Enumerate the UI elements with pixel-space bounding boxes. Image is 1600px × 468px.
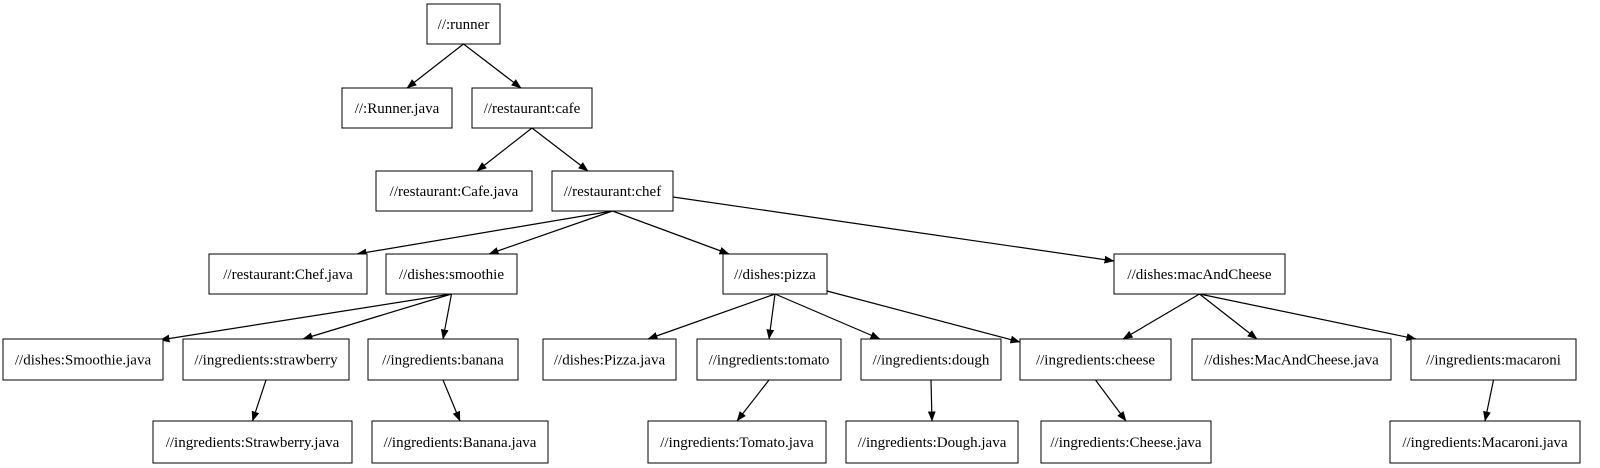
- node-label-chef: //restaurant:chef: [564, 184, 661, 200]
- dependency-edge-macAndCheese-to-mac_java: [1199, 293, 1258, 340]
- dependency-edge-chef-to-smoothie: [488, 210, 613, 255]
- graph-node-cafe_java: //restaurant:Cafe.java: [375, 170, 533, 212]
- node-label-cafe_java: //restaurant:Cafe.java: [390, 184, 519, 200]
- graph-node-cheese: //ingredients:cheese: [1019, 338, 1172, 381]
- dependency-edge-macAndCheese-to-macaroni: [1199, 293, 1417, 341]
- node-box-smoothie: [385, 253, 518, 295]
- node-box-runner_java: [341, 87, 453, 129]
- dependency-edge-pizza-to-tomato: [766, 293, 776, 340]
- node-box-macaroni: [1410, 338, 1577, 381]
- node-label-cheese_java: //ingredients:Cheese.java: [1050, 435, 1202, 451]
- graph-node-cheese_java: //ingredients:Cheese.java: [1040, 420, 1212, 464]
- dependency-edge-pizza-to-dough: [774, 293, 881, 340]
- node-box-dough_java: [845, 420, 1019, 464]
- graph-node-dough: //ingredients:dough: [860, 338, 1002, 381]
- node-label-smoothie_java: //dishes:Smoothie.java: [15, 353, 152, 369]
- dependency-edge-smoothie-to-banana: [440, 293, 453, 340]
- dependency-edge-chef-to-pizza: [612, 210, 730, 255]
- node-box-macaroni_java: [1389, 420, 1581, 464]
- dependency-edge-cafe-to-cafe_java: [476, 127, 533, 172]
- graph-node-strawberry_java: //ingredients:Strawberry.java: [152, 420, 353, 464]
- dependency-edge-cheese-to-cheese_java: [1095, 379, 1127, 422]
- graph-node-pizza_java: //dishes:Pizza.java: [542, 338, 677, 381]
- node-box-mac_java: [1191, 338, 1392, 381]
- node-box-cafe_java: [375, 170, 533, 212]
- graph-node-dough_java: //ingredients:Dough.java: [845, 420, 1019, 464]
- node-box-banana_java: [371, 420, 549, 464]
- graph-node-macAndCheese: //dishes:macAndCheese: [1113, 253, 1286, 295]
- graph-node-cafe: //restaurant:cafe: [471, 87, 593, 129]
- node-label-mac_java: //dishes:MacAndCheese.java: [1204, 353, 1379, 369]
- node-box-chef_java: [208, 253, 368, 295]
- node-box-macAndCheese: [1113, 253, 1286, 295]
- node-label-dough_java: //ingredients:Dough.java: [858, 435, 1007, 451]
- dependency-edge-runner-to-runner_java: [406, 43, 464, 89]
- graph-node-macaroni: //ingredients:macaroni: [1410, 338, 1577, 381]
- dependency-edge-macAndCheese-to-cheese: [1122, 293, 1200, 340]
- node-box-cheese: [1019, 338, 1172, 381]
- node-box-strawberry: [182, 338, 350, 381]
- graph-node-banana: //ingredients:banana: [367, 338, 519, 381]
- dependency-edge-macaroni-to-macaroni_java: [1483, 379, 1495, 422]
- graph-nodes: //:runner //:Runner.java //restaurant:cafe…: [2, 3, 1581, 464]
- dependency-edge-banana-to-banana_java: [442, 379, 461, 422]
- dependency-edge-dough-to-dough_java: [927, 379, 936, 422]
- node-label-banana: //ingredients:banana: [382, 353, 504, 369]
- graph-node-tomato_java: //ingredients:Tomato.java: [647, 420, 827, 464]
- node-box-cafe: [471, 87, 593, 129]
- node-box-tomato_java: [647, 420, 827, 464]
- graph-node-runner_java: //:Runner.java: [341, 87, 453, 129]
- node-box-strawberry_java: [152, 420, 353, 464]
- dependency-edge-tomato-to-tomato_java: [736, 379, 770, 422]
- node-box-banana: [367, 338, 519, 381]
- node-label-cafe: //restaurant:cafe: [484, 101, 581, 117]
- node-label-strawberry: //ingredients:strawberry: [194, 353, 338, 369]
- graph-edges: [159, 43, 1495, 422]
- node-label-macaroni_java: //ingredients:Macaroni.java: [1402, 435, 1568, 451]
- node-label-chef_java: //restaurant:Chef.java: [223, 267, 353, 283]
- graph-node-banana_java: //ingredients:Banana.java: [371, 420, 549, 464]
- graph-node-mac_java: //dishes:MacAndCheese.java: [1191, 338, 1392, 381]
- graph-node-smoothie_java: //dishes:Smoothie.java: [2, 338, 164, 381]
- graph-node-macaroni_java: //ingredients:Macaroni.java: [1389, 420, 1581, 464]
- dependency-edge-chef-to-macAndCheese: [672, 196, 1115, 264]
- dependency-edge-cafe-to-chef: [531, 127, 589, 172]
- node-label-dough: //ingredients:dough: [873, 353, 990, 369]
- dependency-edge-strawberry-to-strawberry_java: [251, 379, 267, 422]
- node-label-cheese: //ingredients:cheese: [1036, 353, 1155, 369]
- graph-node-pizza: //dishes:pizza: [722, 253, 828, 295]
- graph-node-strawberry: //ingredients:strawberry: [182, 338, 350, 381]
- graph-node-tomato: //ingredients:tomato: [696, 338, 842, 381]
- dependency-edge-smoothie-to-smoothie_java: [159, 293, 452, 343]
- node-box-tomato: [696, 338, 842, 381]
- node-box-cheese_java: [1040, 420, 1212, 464]
- node-box-runner: [426, 3, 501, 45]
- node-label-tomato_java: //ingredients:Tomato.java: [660, 435, 814, 451]
- node-label-macAndCheese: //dishes:macAndCheese: [1127, 267, 1271, 283]
- dependency-edge-chef-to-chef_java: [356, 210, 613, 257]
- node-box-chef: [551, 170, 674, 212]
- dependency-edge-pizza-to-pizza_java: [647, 293, 776, 340]
- node-label-pizza_java: //dishes:Pizza.java: [554, 353, 666, 369]
- graph-node-runner: //:runner: [426, 3, 501, 45]
- graph-node-smoothie: //dishes:smoothie: [385, 253, 518, 295]
- node-label-macaroni: //ingredients:macaroni: [1426, 353, 1561, 369]
- dependency-edge-smoothie-to-strawberry: [302, 293, 452, 340]
- node-box-pizza: [722, 253, 828, 295]
- node-box-dough: [860, 338, 1002, 381]
- node-label-runner_java: //:Runner.java: [355, 101, 440, 117]
- graph-node-chef_java: //restaurant:Chef.java: [208, 253, 368, 295]
- dependency-edge-pizza-to-cheese: [826, 290, 1021, 344]
- node-label-banana_java: //ingredients:Banana.java: [384, 435, 537, 451]
- node-label-strawberry_java: //ingredients:Strawberry.java: [166, 435, 340, 451]
- node-box-smoothie_java: [2, 338, 164, 381]
- node-label-tomato: //ingredients:tomato: [709, 353, 830, 369]
- node-label-smoothie: //dishes:smoothie: [399, 267, 504, 283]
- node-box-pizza_java: [542, 338, 677, 381]
- node-label-pizza: //dishes:pizza: [734, 267, 816, 283]
- dependency-edge-runner-to-cafe: [463, 43, 522, 89]
- node-label-runner: //:runner: [438, 17, 490, 33]
- graph-node-chef: //restaurant:chef: [551, 170, 674, 212]
